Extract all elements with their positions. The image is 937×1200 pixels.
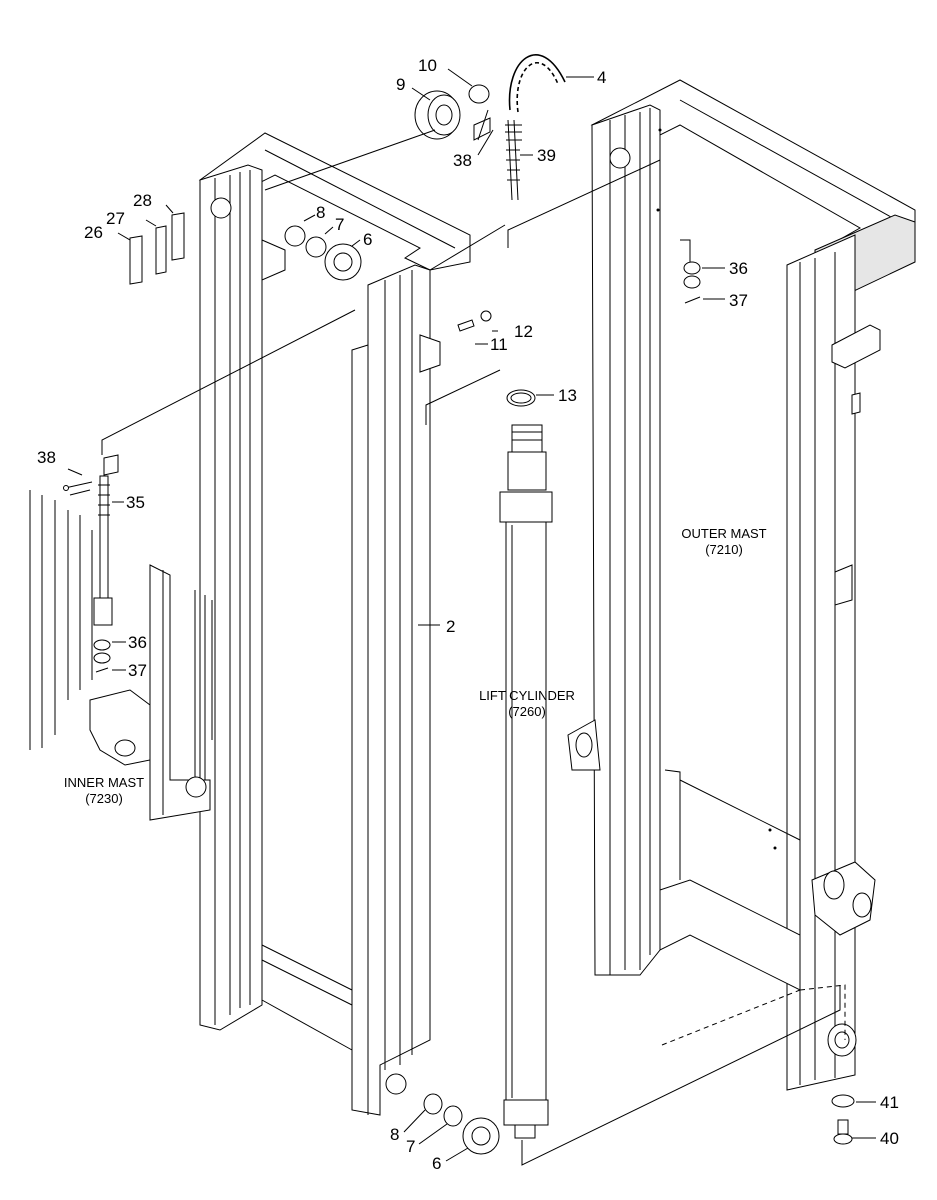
label-part-40: 40 bbox=[880, 1129, 899, 1148]
label-part-2: 2 bbox=[446, 617, 455, 636]
label-part-6-bottom: 6 bbox=[432, 1154, 441, 1173]
label-part-7-bottom: 7 bbox=[406, 1137, 415, 1156]
label-part-41: 41 bbox=[880, 1093, 899, 1112]
assembly-captions: OUTER MAST (7210) LIFT CYLINDER (7260) I… bbox=[64, 526, 767, 806]
inner-mast-main bbox=[198, 132, 471, 1116]
label-part-8-top: 8 bbox=[316, 203, 325, 222]
label-part-28: 28 bbox=[133, 191, 152, 210]
label-part-26: 26 bbox=[84, 223, 103, 242]
part-number-labels: 2 4 6 6 7 7 8 8 9 10 11 12 13 26 27 28 3… bbox=[37, 56, 899, 1173]
label-part-38-left: 38 bbox=[37, 448, 56, 467]
lift-cylinder-caption: LIFT CYLINDER bbox=[479, 688, 575, 703]
leader-lines bbox=[67, 68, 876, 1166]
lift-cylinder-code: (7260) bbox=[508, 704, 546, 719]
label-part-38-top: 38 bbox=[453, 151, 472, 170]
label-part-35: 35 bbox=[126, 493, 145, 512]
label-part-27: 27 bbox=[106, 209, 125, 228]
label-part-6-top: 6 bbox=[363, 230, 372, 249]
label-part-37-right: 37 bbox=[729, 291, 748, 310]
label-part-7-top: 7 bbox=[335, 215, 344, 234]
plates-and-pins bbox=[129, 212, 536, 407]
label-part-13: 13 bbox=[558, 386, 577, 405]
outer-mast-caption: OUTER MAST bbox=[681, 526, 766, 541]
lift-cylinder bbox=[499, 424, 553, 1139]
label-part-8-bottom: 8 bbox=[390, 1125, 399, 1144]
label-part-36-left: 36 bbox=[128, 633, 147, 652]
label-part-11: 11 bbox=[490, 335, 508, 354]
left-chain-anchor bbox=[63, 454, 119, 673]
label-part-12: 12 bbox=[514, 322, 533, 341]
label-part-10: 10 bbox=[418, 56, 437, 75]
outer-mast-code: (7210) bbox=[705, 542, 743, 557]
label-part-37-left: 37 bbox=[128, 661, 147, 680]
bearings bbox=[284, 225, 855, 1155]
inner-mast-detail bbox=[29, 490, 213, 821]
label-part-4: 4 bbox=[597, 68, 606, 87]
label-part-36-right: 36 bbox=[729, 259, 748, 278]
chain-assembly bbox=[414, 54, 566, 201]
outer-mast bbox=[567, 79, 916, 1091]
label-part-9: 9 bbox=[396, 75, 405, 94]
label-part-39: 39 bbox=[537, 146, 556, 165]
inner-mast-caption: INNER MAST bbox=[64, 775, 144, 790]
right-small-parts bbox=[683, 261, 701, 304]
inner-mast-code: (7230) bbox=[85, 791, 123, 806]
